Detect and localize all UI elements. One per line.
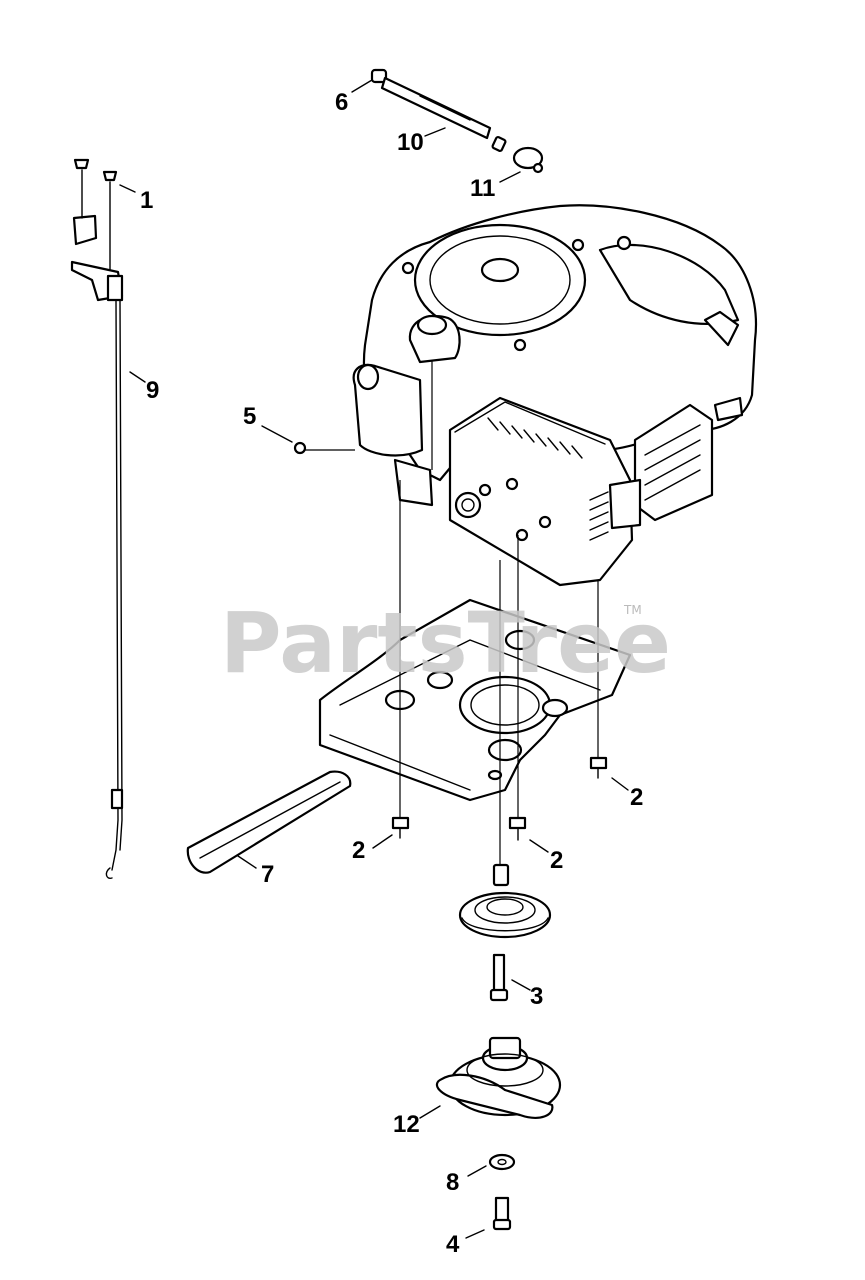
watermark-text: PartsTree <box>220 594 671 692</box>
bolt-3[interactable] <box>489 953 509 1002</box>
oil-fill-tube[interactable] <box>370 68 544 174</box>
bolt-4[interactable] <box>492 1196 512 1231</box>
callout-2-right[interactable]: 2 <box>630 784 643 811</box>
callout-5[interactable]: 5 <box>243 403 256 430</box>
callout-2-left[interactable]: 2 <box>352 837 365 864</box>
callout-3[interactable]: 3 <box>530 983 543 1010</box>
engine-assembly[interactable] <box>352 204 757 587</box>
washer[interactable] <box>488 1153 516 1171</box>
callout-12[interactable]: 12 <box>393 1111 420 1138</box>
discharge-chute[interactable] <box>186 770 352 874</box>
callout-11[interactable]: 11 <box>470 175 495 202</box>
callout-2-center[interactable]: 2 <box>550 847 563 874</box>
callout-6[interactable]: 6 <box>335 89 348 116</box>
watermark-trademark: TM <box>623 603 642 617</box>
nut-5[interactable] <box>293 441 307 455</box>
mounting-plate[interactable] <box>318 598 632 802</box>
throttle-control[interactable] <box>70 158 124 880</box>
callout-9[interactable]: 9 <box>146 377 159 404</box>
callout-7[interactable]: 7 <box>261 861 274 888</box>
callout-1[interactable]: 1 <box>140 187 153 214</box>
callouts: 1 9 6 10 11 5 2 2 2 7 3 12 8 4 <box>119 79 643 1258</box>
callout-8[interactable]: 8 <box>446 1169 459 1196</box>
pulley[interactable] <box>458 863 552 939</box>
pto-clutch[interactable] <box>435 1036 562 1119</box>
bolt-2[interactable] <box>391 756 608 841</box>
assembly-guide-lines <box>305 360 599 870</box>
callout-4[interactable]: 4 <box>446 1231 460 1258</box>
callout-10[interactable]: 10 <box>397 129 424 156</box>
